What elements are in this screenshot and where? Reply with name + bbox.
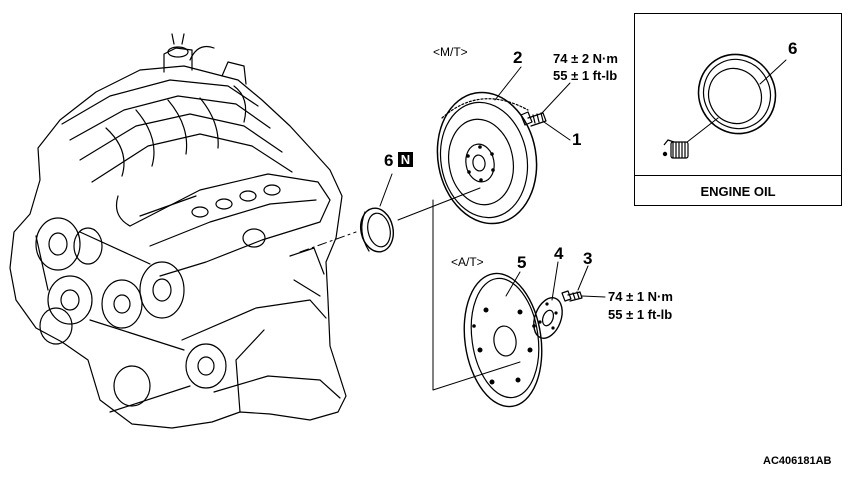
bolt: [520, 111, 547, 127]
torque-at-metric: 74 ± 1 N·m: [608, 289, 673, 304]
callout-6-inset: 6: [788, 39, 798, 58]
callout-1: 1: [572, 130, 582, 149]
drive-plate: [463, 272, 543, 408]
bracket-line: [432, 199, 521, 391]
callout-6-main: 6: [384, 151, 394, 170]
engine-oil-inset: ENGINE OIL: [634, 13, 842, 206]
automatic-transmission-label: <A/T>: [451, 255, 484, 269]
oil-can-icon: [662, 139, 689, 159]
torque-mt-metric: 74 ± 2 N·m: [553, 51, 618, 66]
callout-2: 2: [513, 48, 523, 67]
engine-oil-label: ENGINE OIL: [700, 184, 776, 199]
callout-3: 3: [583, 249, 593, 268]
torque-mt-imperial: 55 ± 1 ft-lb: [553, 68, 618, 83]
callout-4: 4: [554, 244, 564, 263]
bolt: [561, 290, 583, 302]
oil-seal: [359, 207, 395, 253]
inset-oil-seal: [697, 53, 777, 135]
torque-at-imperial: 55 ± 1 ft-lb: [608, 307, 673, 322]
callout-5: 5: [517, 253, 527, 272]
manual-transmission-label: <M/T>: [433, 45, 468, 59]
inset-divider: [635, 175, 841, 176]
axis-center-line: [299, 231, 357, 253]
flywheel-axis-line: [397, 187, 481, 221]
new-part-badge: N: [398, 152, 413, 167]
figure-code: AC406181AB: [763, 455, 832, 467]
flywheel: [436, 91, 538, 225]
engine-block: [9, 33, 347, 429]
adapter-plate: [533, 297, 563, 339]
